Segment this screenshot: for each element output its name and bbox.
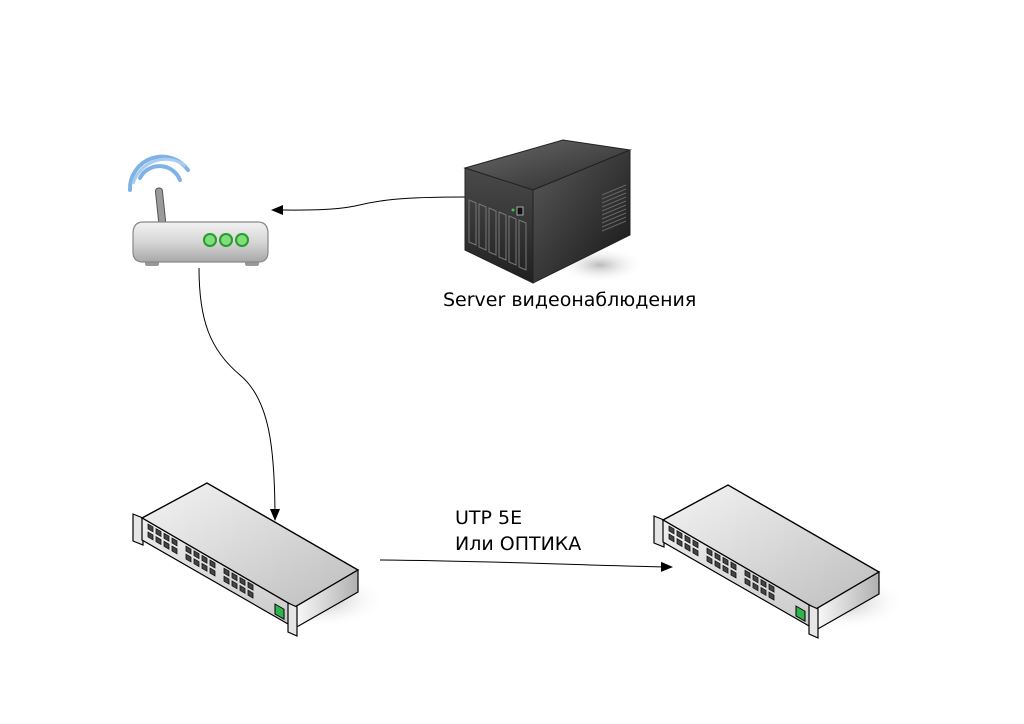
server-label: Server видеонаблюдения (443, 289, 697, 311)
link-server-to-router (271, 196, 466, 216)
network-switch-icon (653, 484, 907, 639)
link-label-line1: UTP 5E (455, 507, 523, 529)
link-router-to-switch (198, 267, 280, 521)
link-switch-to-switch (379, 559, 673, 572)
server-tower-icon (463, 139, 645, 284)
link-label-line2: Или ОПТИКА (455, 533, 582, 555)
wifi-router-icon (127, 154, 269, 266)
network-switch-icon (132, 482, 386, 637)
